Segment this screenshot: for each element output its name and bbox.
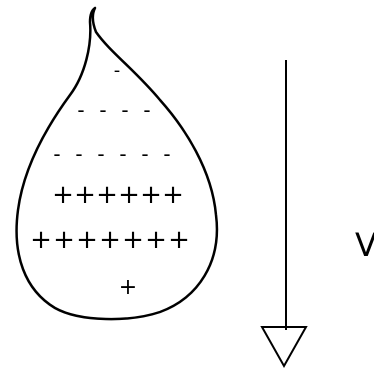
arrow-head-icon: [260, 326, 308, 369]
charge-symbols: -----------++++++++++++++: [30, 60, 190, 300]
negative-charge-symbol: -: [119, 142, 126, 166]
positive-charge-symbol: +: [96, 180, 118, 210]
negative-charge-symbol: -: [77, 98, 84, 122]
positive-charge-symbol: +: [74, 180, 96, 210]
positive-charge-symbol: +: [168, 225, 190, 255]
negative-charge-symbol: -: [114, 60, 121, 81]
positive-charge-symbol: +: [122, 225, 144, 255]
positive-charge-symbol: +: [140, 180, 162, 210]
negative-charge-symbol: -: [75, 142, 82, 166]
negative-charge-symbol: -: [163, 142, 170, 166]
negative-charge-symbol: -: [97, 142, 104, 166]
positive-charge-symbol: +: [99, 225, 121, 255]
drop-outline: [15, 6, 219, 321]
positive-charge-symbol: +: [119, 275, 137, 300]
arrow-label: V: [355, 226, 374, 264]
positive-charge-symbol: +: [76, 225, 98, 255]
negative-charge-symbol: -: [99, 98, 106, 122]
positive-charge-symbol: +: [52, 180, 74, 210]
positive-charge-symbol: +: [145, 225, 167, 255]
negative-charge-symbol: -: [143, 98, 150, 122]
positive-charge-symbol: +: [30, 225, 52, 255]
negative-charge-symbol: -: [141, 142, 148, 166]
negative-charge-symbol: -: [121, 98, 128, 122]
positive-charge-symbol: +: [162, 180, 184, 210]
negative-charge-symbol: -: [53, 142, 60, 166]
positive-charge-symbol: +: [118, 180, 140, 210]
positive-charge-symbol: +: [53, 225, 75, 255]
